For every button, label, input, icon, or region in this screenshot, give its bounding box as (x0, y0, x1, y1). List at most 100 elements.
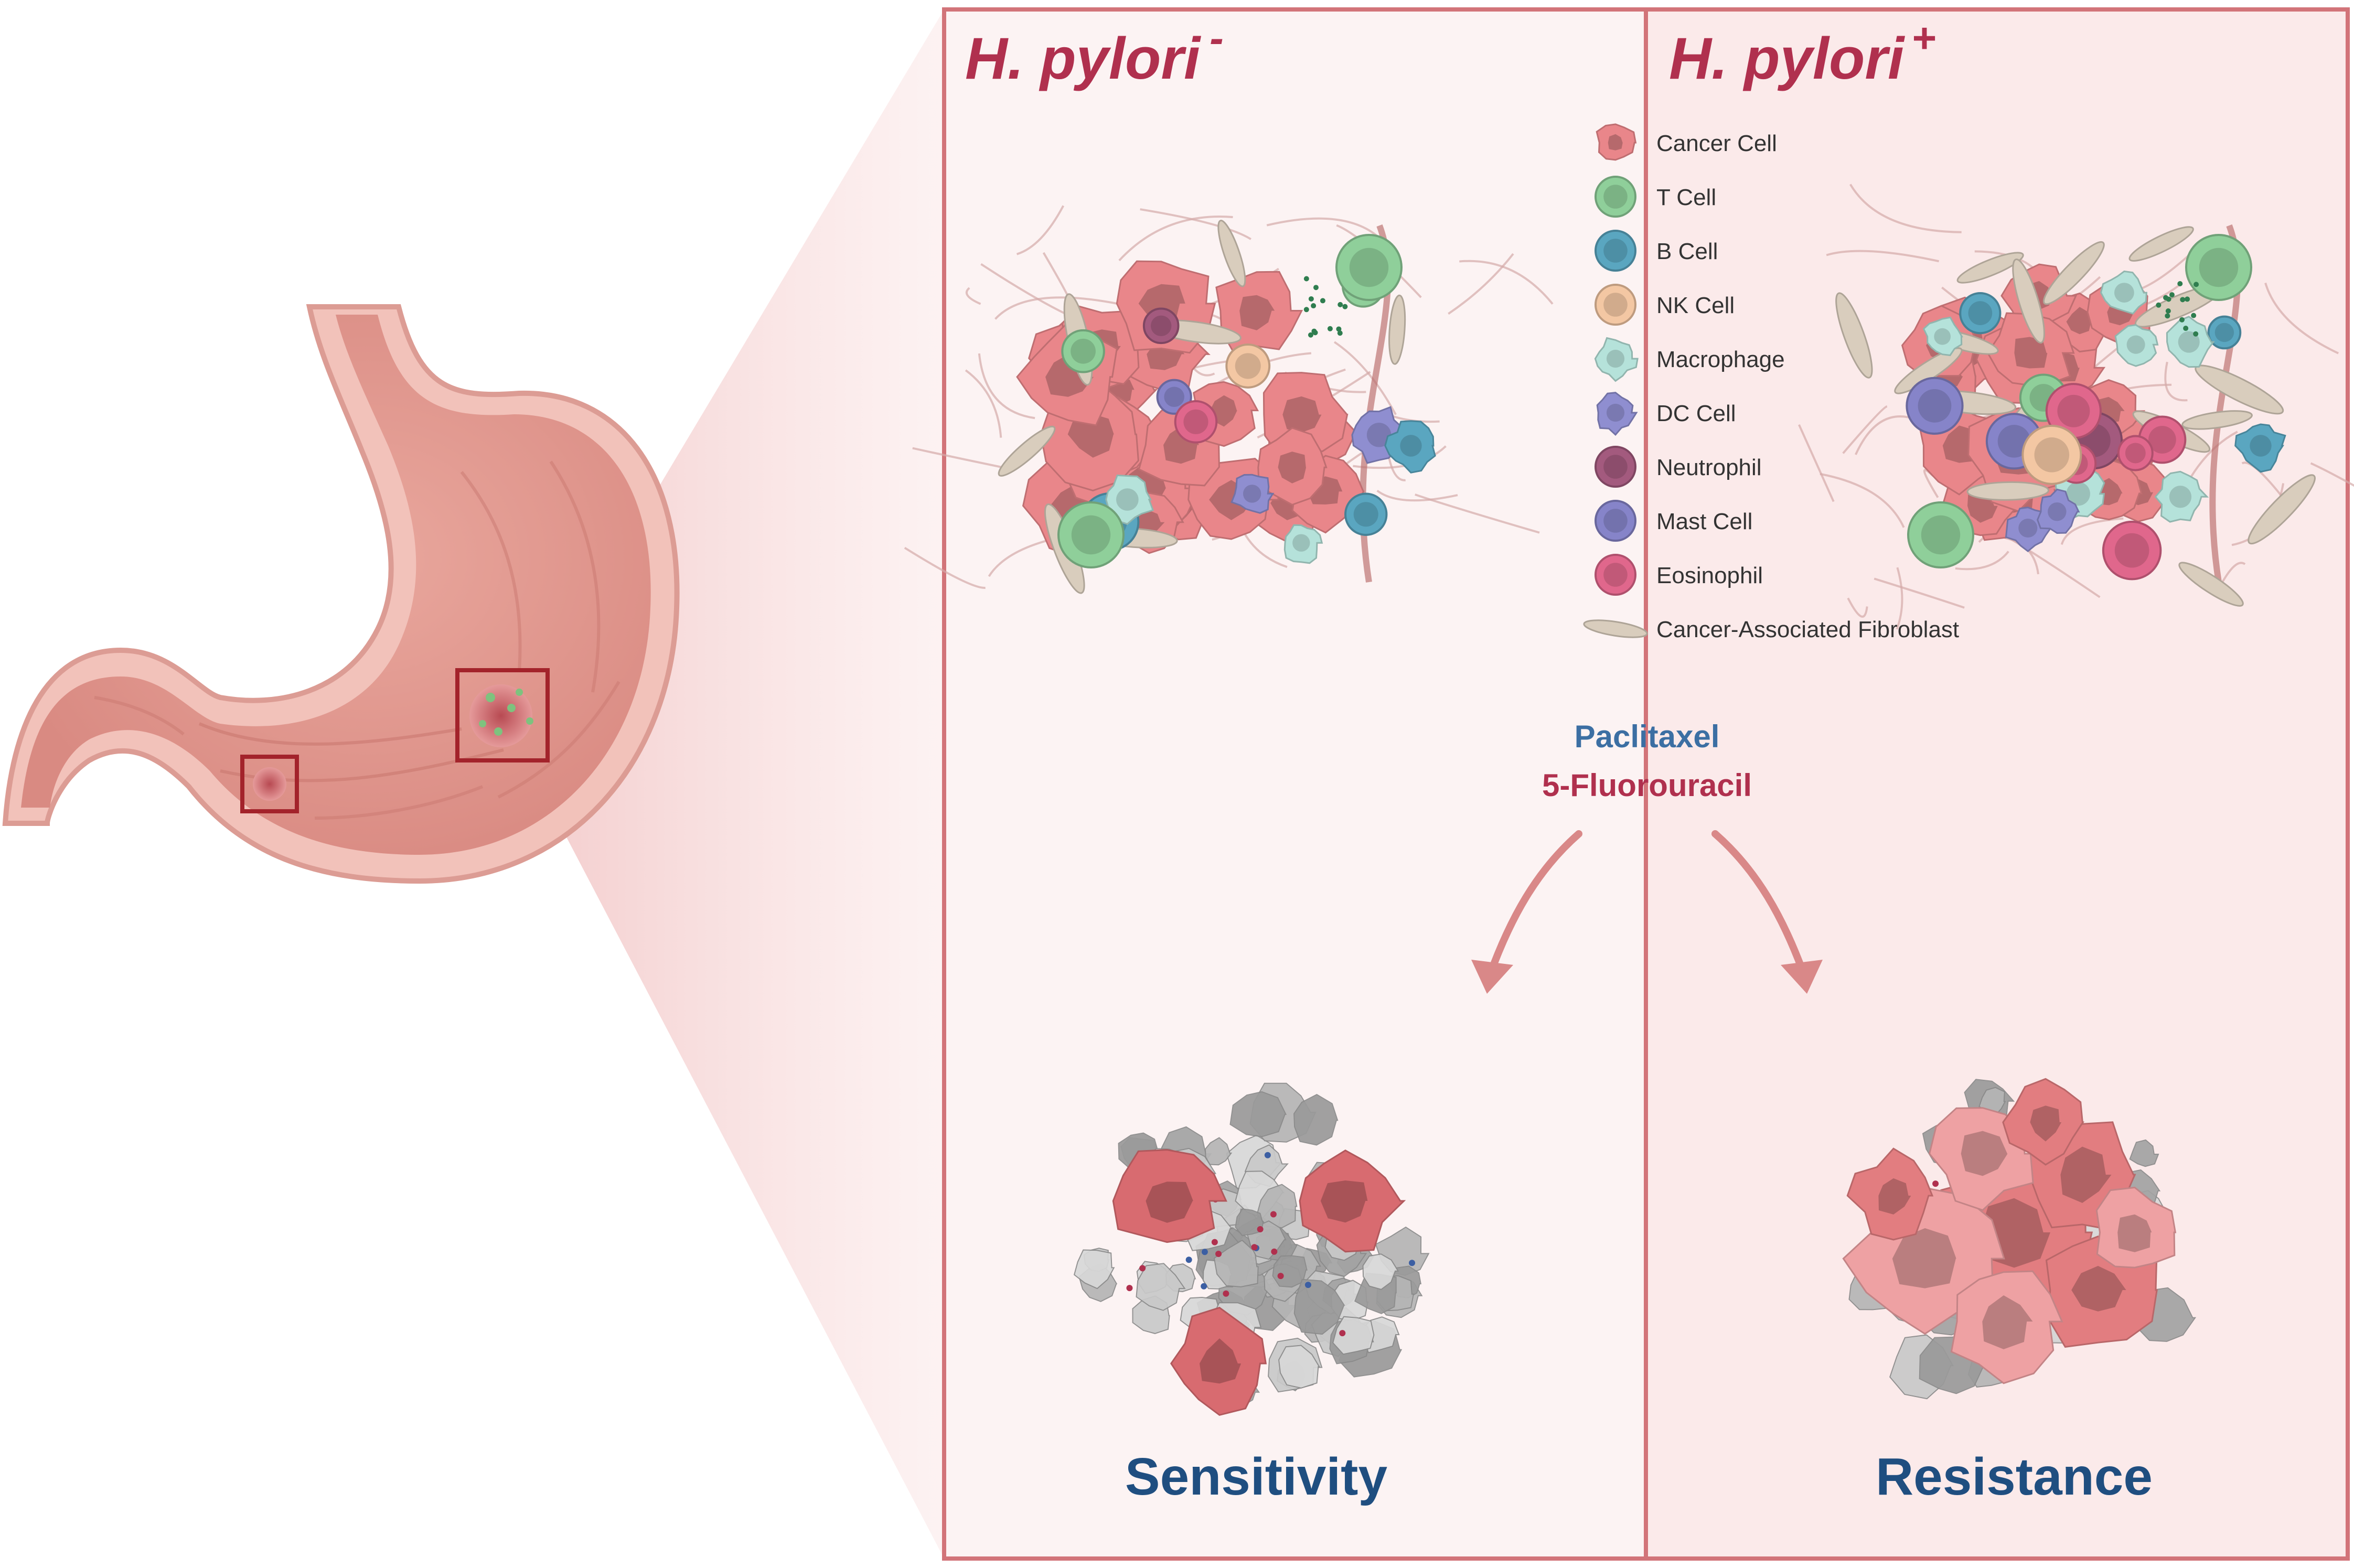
round-cell-icon (1595, 284, 1636, 326)
legend-entry: NK Cell (1595, 284, 1735, 326)
cytokine-dot (2183, 326, 2189, 331)
tumor-site-small (240, 755, 299, 813)
cytokine-dot (1337, 330, 1343, 336)
outcome-resistance: Resistance (1876, 1447, 2153, 1506)
debris-fragment (1362, 1253, 1399, 1290)
stomach-fold (497, 681, 620, 799)
cytokine-dot (2165, 308, 2171, 314)
spiky-cell-icon (1230, 474, 1275, 514)
cytokine-dot (1312, 330, 1318, 336)
drug-5-fluorouracil: 5-Fluorouracil (1542, 768, 1752, 803)
legend-label: Macrophage (1656, 347, 1785, 372)
drug-particle (1185, 1256, 1192, 1263)
debris-fragment (1278, 1345, 1320, 1389)
stomach-illustration (2, 304, 680, 884)
drug-particle (1139, 1265, 1146, 1272)
legend-entry: B Cell (1595, 230, 1718, 272)
stroma-fiber (912, 447, 1012, 470)
round-cell-icon (1595, 500, 1636, 542)
panel-title-negative: H. pylori- (965, 15, 1224, 91)
cytokine-dot (1311, 303, 1317, 309)
arrow-head-resistance (1781, 960, 1823, 994)
round-cell-icon (1595, 446, 1636, 488)
legend-entry: Mast Cell (1595, 500, 1752, 542)
panel-title-positive-sup: + (1911, 15, 1936, 61)
arrow-head-sensitivity (1471, 960, 1513, 994)
cytokine-dot (2194, 282, 2199, 287)
fibro-cell-icon (2012, 259, 2045, 344)
drug-particle (1932, 1180, 1939, 1187)
drug-particle (1201, 1249, 1208, 1255)
stroma-fiber (1896, 567, 1903, 630)
round-cell-icon (2117, 435, 2154, 471)
fibro-cell-icon (1956, 252, 2024, 284)
cancer-cell-icon (1299, 1149, 1406, 1253)
stroma-fiber (966, 287, 981, 305)
round-cell-icon (1174, 400, 1218, 444)
legend-label: T Cell (1656, 185, 1716, 210)
fibro-cell-icon (2128, 226, 2194, 262)
debris-fragment (1332, 1316, 1375, 1355)
drug-particle (1271, 1248, 1278, 1255)
cytokine-dot (1336, 326, 1342, 332)
cytokine-dot (2156, 302, 2162, 308)
fibro-cell-icon (1583, 619, 1648, 638)
cytokine-dot (1320, 298, 1325, 304)
fibro-cell-icon (1217, 220, 1246, 287)
stroma-fiber (1842, 405, 1888, 454)
drug-particle (1277, 1273, 1284, 1280)
stomach-fold (198, 722, 462, 746)
stroma-fiber (1874, 577, 1965, 609)
legend-entry: T Cell (1595, 176, 1716, 218)
panel-title-negative-main: H. pylori (965, 26, 1202, 91)
round-cell-icon (1595, 176, 1636, 218)
debris-fragment (1293, 1279, 1345, 1335)
stroma-fiber (1855, 415, 1915, 455)
stroma-fiber (1333, 341, 1397, 415)
spiky-cell-icon (2100, 270, 2147, 315)
drug-particle (1211, 1239, 1218, 1245)
debris-fragment (2129, 1139, 2159, 1167)
round-cell-icon (2207, 315, 2242, 350)
round-cell-icon (1959, 292, 2002, 335)
spiky-cell-icon (2154, 470, 2209, 523)
stroma-fiber (1955, 551, 2009, 571)
cancer-cell-icon (2095, 1186, 2177, 1269)
round-cell-icon (2185, 234, 2252, 301)
spiky-cell-icon (1283, 524, 1323, 564)
cytokine-dot (2179, 317, 2185, 323)
round-cell-icon (1907, 501, 1974, 568)
legend-entry: Cancer-Associated Fibroblast (1583, 617, 1959, 642)
legend-label: Neutrophil (1656, 455, 1762, 480)
stomach-fold (549, 460, 601, 693)
cytokine-dot (2180, 297, 2186, 303)
stroma-fiber (1376, 489, 1458, 502)
cytokine-dot (2193, 331, 2199, 337)
cancer-cell-icon (1596, 123, 1637, 161)
stroma-fiber (994, 296, 1119, 320)
stroma-fiber (1826, 250, 1939, 263)
cytokine-dot (1308, 332, 1313, 338)
cancer-cell-icon (2002, 1078, 2084, 1166)
spiky-cell-icon (1384, 420, 1436, 474)
drug-particle (1215, 1250, 1222, 1257)
cancer-cell-icon (1112, 1149, 1227, 1243)
drug-particle (1223, 1290, 1229, 1297)
stroma-fiber (904, 546, 986, 589)
stroma-fiber (1415, 493, 1540, 534)
spiky-cell-icon (2114, 324, 2159, 367)
stroma-fiber (1266, 217, 1383, 241)
drug-particle (1409, 1260, 1416, 1266)
panel-title-positive: H. pylori+ (1669, 15, 1936, 91)
drug-particle (1304, 1282, 1311, 1288)
treated-tumor-sensitive (1073, 1082, 1430, 1416)
drug-particle (1201, 1283, 1207, 1290)
cancer-cell-icon (1257, 427, 1328, 506)
debris-fragment (1213, 1239, 1259, 1287)
debris-fragment (1229, 1091, 1287, 1137)
legend-entry: Neutrophil (1595, 446, 1762, 488)
fibro-cell-icon (2043, 241, 2105, 305)
legend-label: Mast Cell (1656, 509, 1752, 534)
cancer-cell-icon (1846, 1147, 1934, 1241)
